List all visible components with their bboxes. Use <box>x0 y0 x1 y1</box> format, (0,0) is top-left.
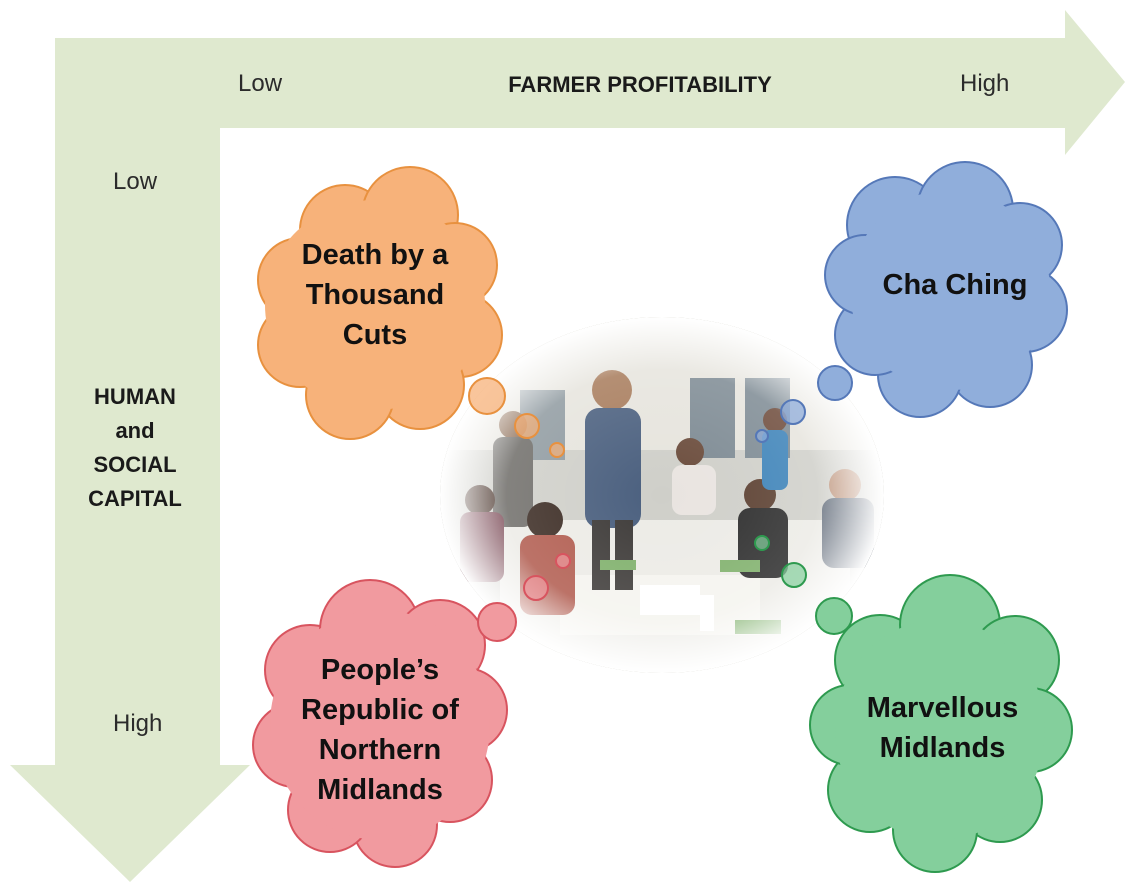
cloud-bottom-left <box>252 579 508 868</box>
x-axis-title: FARMER PROFITABILITY <box>508 72 772 97</box>
scenario-death-by-a-thousand-cuts: Death by a Thousand Cuts <box>265 230 485 360</box>
workshop-photo <box>440 317 884 673</box>
scenario-bottom-left-line-2: Republic of <box>301 694 459 726</box>
scenario-top-left-line-1: Death by a <box>301 239 449 271</box>
cloud-top-left-bubbles <box>468 377 565 458</box>
cloud-bottom-right <box>809 574 1073 873</box>
y-axis-title-line-1: HUMAN <box>94 384 176 409</box>
scenario-marvellous-midlands: Marvellous Midlands <box>835 685 1050 770</box>
x-axis-low-label: Low <box>238 70 283 97</box>
y-axis-high-label: High <box>113 710 163 737</box>
scenario-bottom-left-line-3: Northern <box>318 734 442 766</box>
scenario-bottom-right-line-2: Midlands <box>879 731 1006 764</box>
scenario-peoples-republic: People’s Republic of Northern Midlands <box>275 645 485 815</box>
cloud-top-right-bubbles <box>755 365 853 443</box>
cloud-top-right <box>824 161 1068 418</box>
y-axis-low-label: Low <box>113 168 158 195</box>
scenario-bottom-left-line-4: Midlands <box>317 774 443 806</box>
scenario-top-left-line-3: Cuts <box>342 319 408 351</box>
scenario-top-right-line-1: Cha Ching <box>882 269 1028 301</box>
scenario-top-left-line-2: Thousand <box>305 279 445 311</box>
x-axis-high-label: High <box>960 70 1010 97</box>
cloud-bottom-left-bubbles <box>477 553 571 642</box>
scenario-bottom-left-line-1: People’s <box>320 654 440 686</box>
cloud-top-left <box>257 166 503 440</box>
cloud-bottom-right-bubbles <box>754 535 853 635</box>
y-axis-title-line-4: CAPITAL <box>88 486 182 511</box>
axes-arrow-shape <box>10 10 1125 882</box>
y-axis-title-line-2: and <box>115 418 155 443</box>
y-axis-title-line-3: SOCIAL <box>93 452 177 477</box>
scenario-bottom-right-line-1: Marvellous <box>866 691 1019 724</box>
y-axis-title: HUMAN and SOCIAL CAPITAL <box>60 380 210 516</box>
scenario-cha-ching: Cha Ching <box>850 265 1060 305</box>
